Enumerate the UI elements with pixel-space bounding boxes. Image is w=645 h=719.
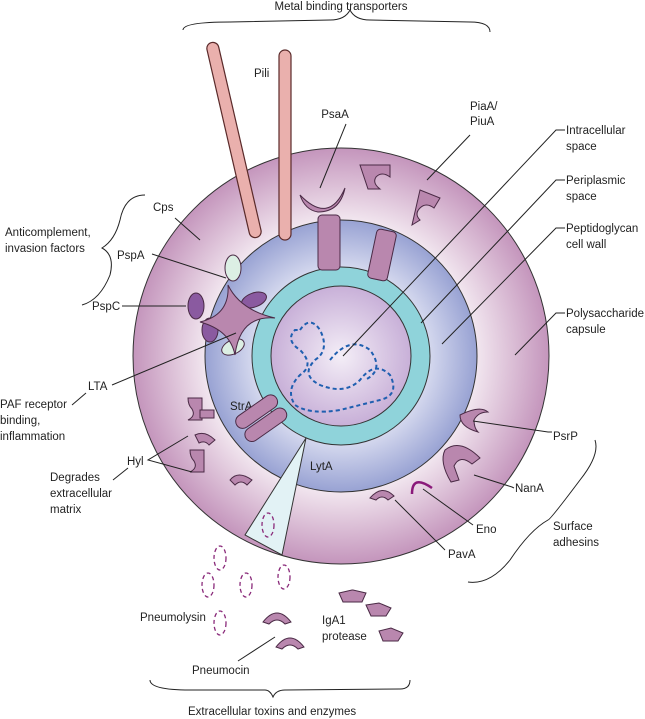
pilus <box>206 41 262 239</box>
psaa-binding-icon <box>299 187 346 213</box>
label-iga1-2: protease <box>322 631 367 643</box>
label-cps: Cps <box>153 202 174 214</box>
label-intracellular: Intracellular <box>566 125 626 137</box>
hyl-protein <box>187 397 253 486</box>
label-piaa: PiaA/ <box>470 101 498 113</box>
iga1-protease-icons <box>338 589 404 642</box>
label-surface-2: adhesins <box>553 537 599 549</box>
lyta-channel <box>244 437 307 556</box>
label-periplasmic: Periplasmic <box>566 175 626 187</box>
label-pava: PavA <box>448 549 476 561</box>
brace-anticomplement <box>81 194 146 306</box>
pneumolysin-toxin <box>261 512 275 538</box>
label-periplasmic-2: space <box>566 191 597 203</box>
label-polysaccharide-2: capsule <box>566 324 606 336</box>
label-lta: LTA <box>88 381 108 393</box>
label-piua: PiuA <box>470 116 495 128</box>
brace-extracellular <box>149 679 411 699</box>
label-pili: Pili <box>254 68 269 80</box>
eno-protein <box>410 481 433 495</box>
label-anticomplement-2: invasion factors <box>5 243 85 255</box>
label-paf-2: binding, <box>0 415 40 427</box>
piaa-piua-transporter <box>367 228 397 282</box>
label-paf: PAF receptor <box>0 399 67 411</box>
label-pspa: PspA <box>117 250 145 262</box>
label-polysaccharide: Polysaccharide <box>566 308 644 320</box>
pneumolysin-toxins <box>201 545 291 636</box>
nana-protein <box>442 445 481 483</box>
label-peptidoglycan: Peptidoglycan <box>566 223 638 235</box>
piaa-protein <box>359 164 391 190</box>
brace-surface-adhesins <box>467 439 597 583</box>
label-pspc: PspC <box>92 301 120 313</box>
label-eno: Eno <box>476 524 496 536</box>
label-paf-3: inflammation <box>0 431 65 443</box>
label-peptidoglycan-2: cell wall <box>566 239 606 251</box>
psaa-protein <box>317 214 341 271</box>
pneumocin-icon <box>262 612 292 625</box>
label-surface: Surface <box>553 521 593 533</box>
label-degrades-3: matrix <box>50 504 82 516</box>
pava-protein <box>369 490 395 501</box>
label-lyta: LytA <box>310 461 333 473</box>
pilus <box>278 49 292 241</box>
label-anticomplement: Anticomplement, <box>5 227 91 239</box>
stra-protein <box>235 394 288 443</box>
piua-protein <box>411 189 441 227</box>
label-hyl: Hyl <box>127 456 144 468</box>
dna-icon <box>290 321 395 413</box>
pspc-protein <box>187 292 205 320</box>
label-psrp: PsrP <box>553 431 578 443</box>
label-intracellular-2: space <box>566 141 597 153</box>
label-degrades: Degrades <box>50 472 100 484</box>
lta-icon <box>199 284 276 356</box>
psrp-protein <box>459 408 490 433</box>
label-extracellular: Extracellular toxins and enzymes <box>188 706 356 718</box>
label-pneumolysin: Pneumolysin <box>140 612 206 624</box>
label-pneumocin: Pneumocin <box>192 665 250 677</box>
label-degrades-2: extracellular <box>50 488 112 500</box>
label-metal-binding: Metal binding transporters <box>275 1 408 13</box>
label-psaa: PsaA <box>321 109 349 121</box>
pneumocin-icon <box>275 637 305 650</box>
intracellular-space <box>270 285 412 427</box>
pspa-protein <box>224 254 242 282</box>
label-nana: NanA <box>515 483 544 495</box>
label-iga1: IgA1 <box>322 615 346 627</box>
brace-metal-binding <box>182 8 491 33</box>
